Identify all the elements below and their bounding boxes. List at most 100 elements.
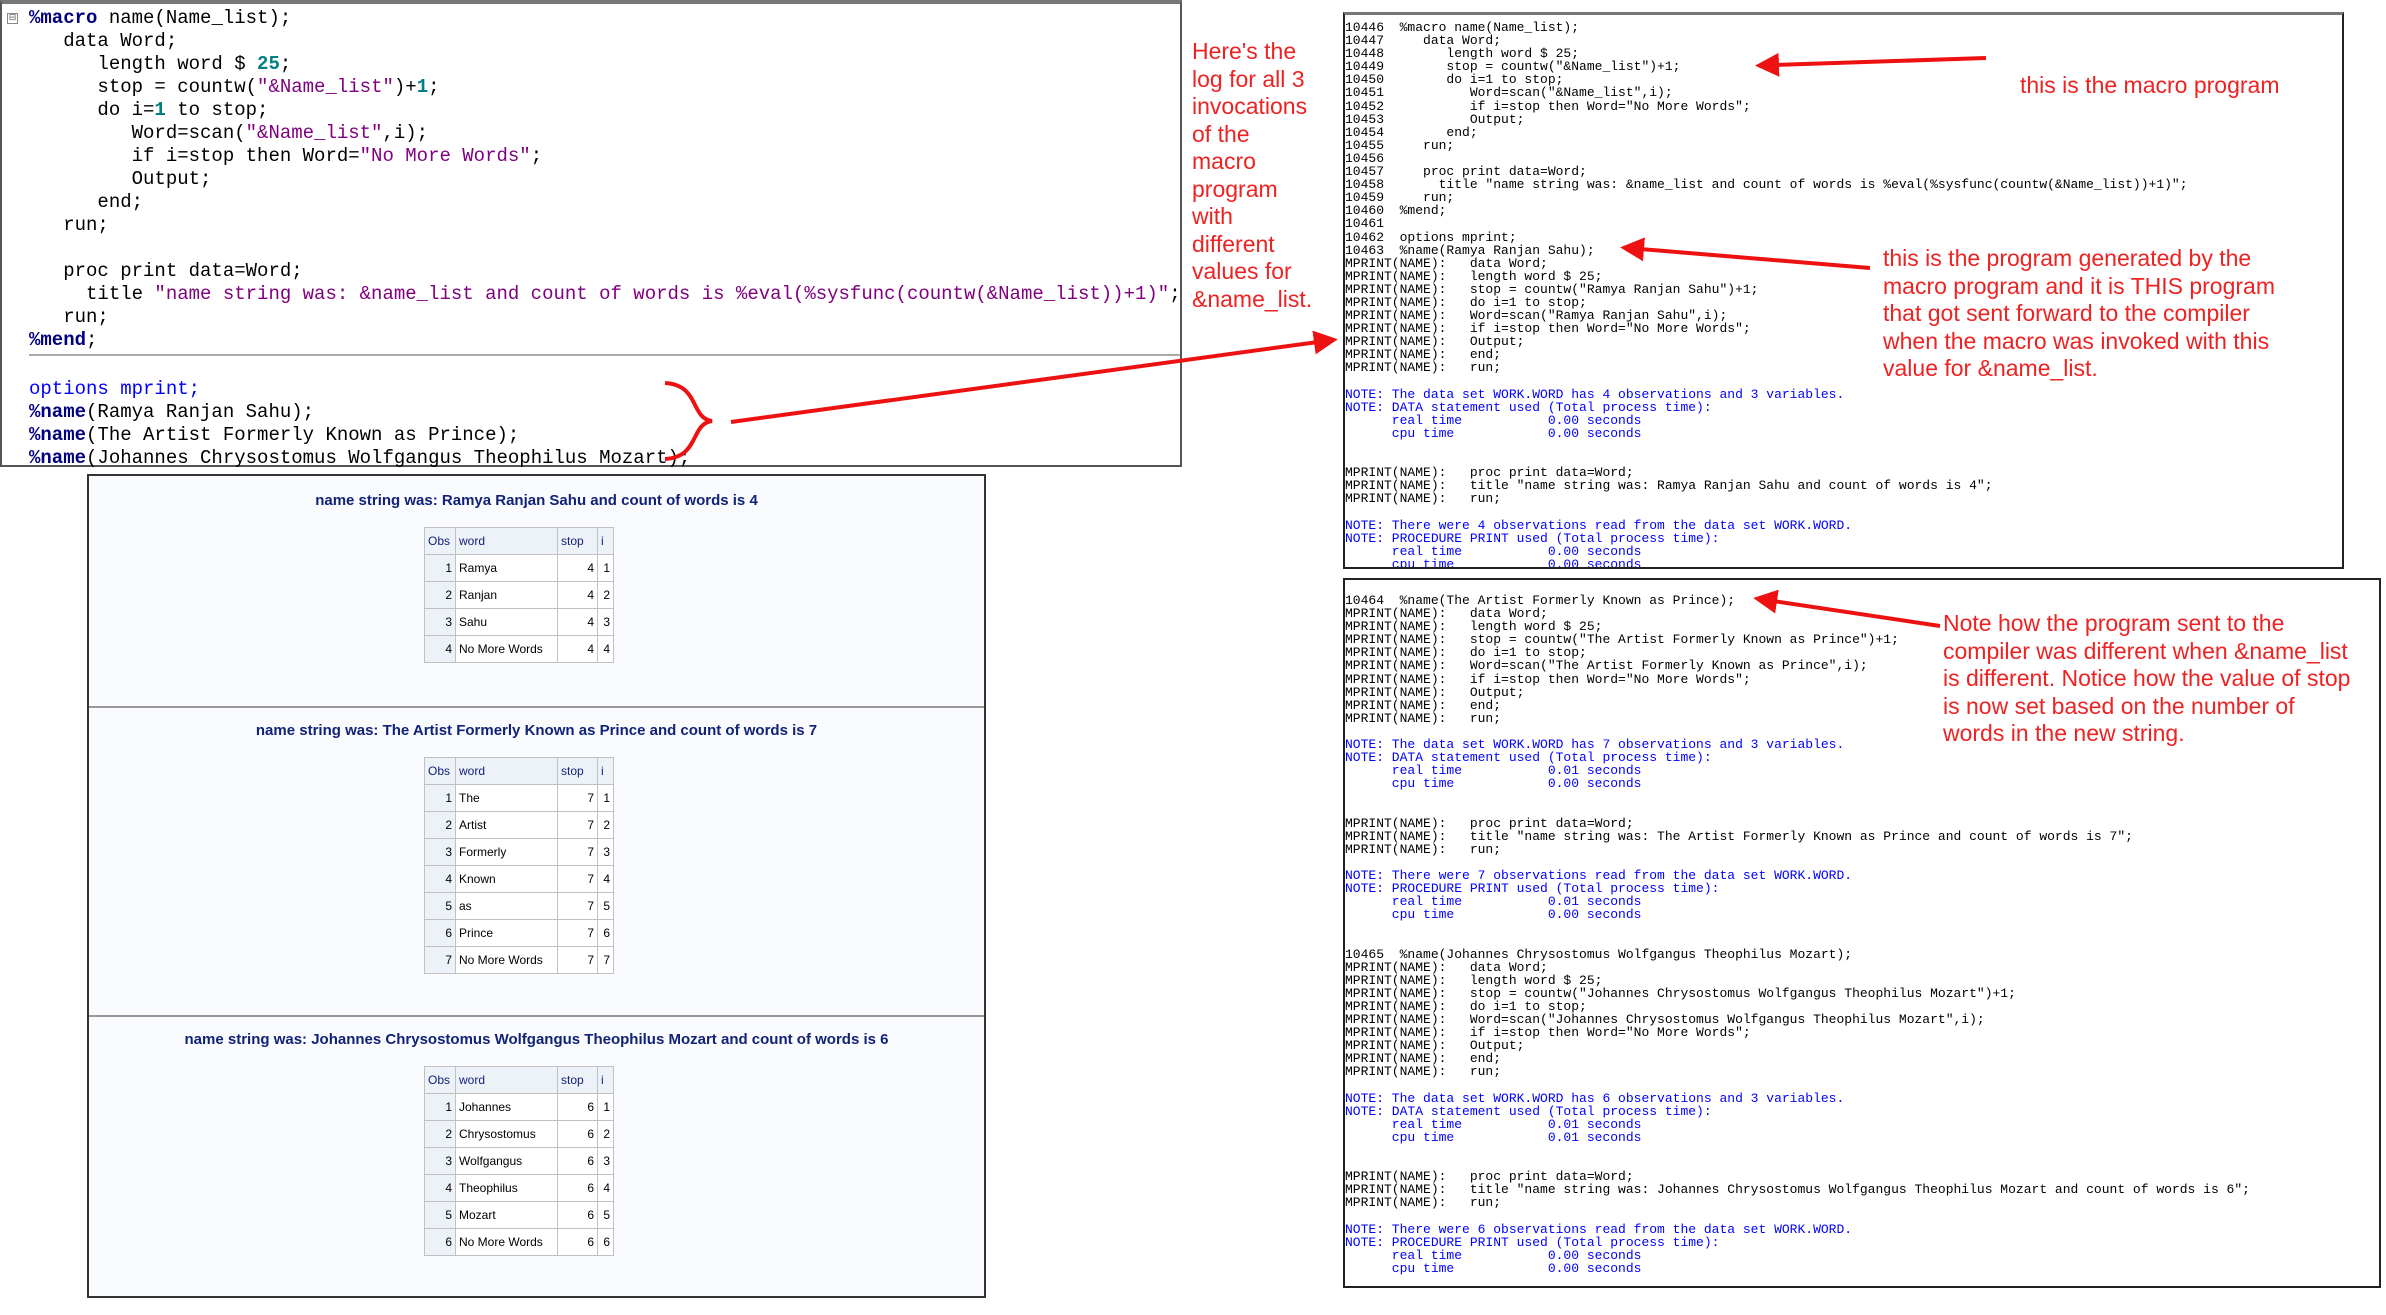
code-line: stop = countw("&Name_list")+1; bbox=[29, 76, 1181, 99]
log-source-line bbox=[1345, 1209, 2379, 1222]
log-source-line: 10465 %name(Johannes Chrysostomus Wolfga… bbox=[1345, 946, 1853, 962]
code-token-plain: data Word; bbox=[29, 30, 178, 52]
column-header: word bbox=[455, 757, 558, 785]
log-note-line: real time 0.01 seconds bbox=[1345, 763, 1642, 779]
table-cell: Chrysostomus bbox=[455, 1120, 558, 1148]
output-title: name string was: Johannes Chrysostomus W… bbox=[184, 1031, 889, 1048]
table-cell: 7 bbox=[557, 919, 598, 947]
table-cell: 7 bbox=[597, 946, 614, 974]
code-token-plain: ; bbox=[86, 329, 98, 351]
table-cell: 7 bbox=[557, 838, 598, 866]
table-cell: 5 bbox=[597, 1201, 614, 1229]
table-cell: 7 bbox=[557, 865, 598, 893]
code-token-str: "No More Words" bbox=[359, 145, 531, 167]
log-note-line: NOTE: The data set WORK.WORD has 7 obser… bbox=[1345, 737, 1845, 753]
log-source-line: 10459 run; bbox=[1345, 190, 1455, 206]
annotation-note-difference: Note how the program sent to the compile… bbox=[1943, 610, 2351, 746]
code-line: proc print data=Word; bbox=[29, 260, 1181, 283]
code-token-plain: run; bbox=[29, 306, 109, 328]
code-line: if i=stop then Word="No More Words"; bbox=[29, 145, 1181, 168]
log-source-line bbox=[1345, 856, 2379, 869]
code-token-num: 25 bbox=[257, 53, 280, 75]
code-token-plain: Word=scan( bbox=[29, 122, 246, 144]
log-source-line: MPRINT(NAME): Word=scan("Johannes Chryso… bbox=[1345, 1012, 1985, 1027]
table-cell: 6 bbox=[597, 919, 614, 947]
log-source-line: MPRINT(NAME): run; bbox=[1345, 1064, 1502, 1080]
log-note-line: cpu time 0.00 seconds bbox=[1345, 556, 1642, 569]
log-source-line: MPRINT(NAME): if i=stop then Word="No Mo… bbox=[1345, 1025, 1751, 1041]
output-title: name string was: Ramya Ranjan Sahu and c… bbox=[315, 492, 758, 509]
annotation-log-explainer: Here's the log for all 3 invocations of … bbox=[1192, 38, 1313, 312]
log-source-line: 10451 Word=scan("&Name_list",i); bbox=[1345, 85, 1673, 101]
log-source-line: MPRINT(NAME): Output; bbox=[1345, 684, 1525, 700]
table-cell: Prince bbox=[455, 919, 558, 947]
code-editor[interactable]: ⊟ %macro name(Name_list); data Word; len… bbox=[0, 0, 1182, 469]
table-cell: 2 bbox=[424, 811, 456, 839]
log-source-line: MPRINT(NAME): proc print data=Word; bbox=[1345, 465, 1634, 481]
log-source-line: MPRINT(NAME): stop = countw("The Artist … bbox=[1345, 632, 1899, 648]
table-cell: 6 bbox=[557, 1147, 598, 1175]
code-line: %name(Ramya Ranjan Sahu); bbox=[29, 401, 690, 424]
code-line: do i=1 to stop; bbox=[29, 99, 1181, 122]
log-source-line: MPRINT(NAME): length word $ 25; bbox=[1345, 972, 1603, 988]
log-source-line: MPRINT(NAME): do i=1 to stop; bbox=[1345, 645, 1587, 661]
macro-definition-code: %macro name(Name_list); data Word; lengt… bbox=[29, 7, 1181, 352]
log-source-line: 10453 Output; bbox=[1345, 111, 1525, 127]
log-source-line: MPRINT(NAME): stop = countw("Johannes Ch… bbox=[1345, 985, 2016, 1001]
code-line: %name(The Artist Formerly Known as Princ… bbox=[29, 424, 690, 447]
log-note-line: NOTE: There were 4 observations read fro… bbox=[1345, 517, 1853, 533]
table-cell: No More Words bbox=[455, 1228, 558, 1256]
log-source-line bbox=[1345, 804, 2379, 817]
output-title: name string was: The Artist Formerly Kno… bbox=[255, 722, 818, 739]
table-cell: as bbox=[455, 892, 558, 920]
code-token-plain: length word $ bbox=[29, 53, 258, 75]
log-note-line: NOTE: DATA statement used (Total process… bbox=[1345, 1103, 1712, 1119]
code-token-plain: name(Name_list); bbox=[97, 7, 292, 29]
table-cell: 7 bbox=[557, 784, 598, 812]
code-line bbox=[29, 237, 1181, 260]
column-header: stop bbox=[557, 757, 598, 785]
collapse-fold-icon[interactable]: ⊟ bbox=[7, 13, 18, 24]
log-note-line: NOTE: DATA statement used (Total process… bbox=[1345, 750, 1712, 766]
log-note-line: cpu time 0.00 seconds bbox=[1345, 776, 1642, 792]
code-line: %mend; bbox=[29, 329, 1181, 352]
code-token-plain: (Johannes Chrysostomus Wolfgangus Theoph… bbox=[86, 447, 691, 469]
log-source-line: 10455 run; bbox=[1345, 137, 1455, 153]
log-source-line: MPRINT(NAME): data Word; bbox=[1345, 606, 1548, 622]
log-note-line: real time 0.00 seconds bbox=[1345, 1247, 1642, 1263]
column-header: Obs bbox=[424, 757, 456, 785]
table-cell: 7 bbox=[424, 946, 456, 974]
log-source-line: MPRINT(NAME): run; bbox=[1345, 1195, 1502, 1211]
code-token-plain: to stop; bbox=[165, 99, 269, 121]
table-cell: 6 bbox=[424, 919, 456, 947]
code-line: end; bbox=[29, 191, 1181, 214]
log-source-line: MPRINT(NAME): title "name string was: Jo… bbox=[1345, 1182, 2250, 1198]
table-cell: 1 bbox=[597, 784, 614, 812]
output-section: name string was: Johannes Chrysostomus W… bbox=[89, 1015, 984, 1315]
log-note-line: NOTE: There were 6 observations read fro… bbox=[1345, 1221, 1853, 1237]
code-token-plain: end; bbox=[29, 191, 144, 213]
log-source-line: MPRINT(NAME): run; bbox=[1345, 841, 1502, 857]
log-source-line: 10450 do i=1 to stop; bbox=[1345, 72, 1564, 88]
log-source-line: MPRINT(NAME): Output; bbox=[1345, 334, 1525, 350]
log-source-line bbox=[1345, 790, 2379, 803]
table-cell: Wolfgangus bbox=[455, 1147, 558, 1175]
log-source-line: MPRINT(NAME): stop = countw("Ramya Ranja… bbox=[1345, 281, 1759, 297]
table-cell: 4 bbox=[557, 635, 598, 663]
code-token-num: 1 bbox=[416, 76, 429, 98]
table-cell: 2 bbox=[597, 811, 614, 839]
log-source-line: 10458 title "name string was: &name_list… bbox=[1345, 177, 2188, 193]
table-cell: Mozart bbox=[455, 1201, 558, 1229]
log-source-line bbox=[1345, 505, 2342, 518]
log-note-line: cpu time 0.00 seconds bbox=[1345, 907, 1642, 923]
